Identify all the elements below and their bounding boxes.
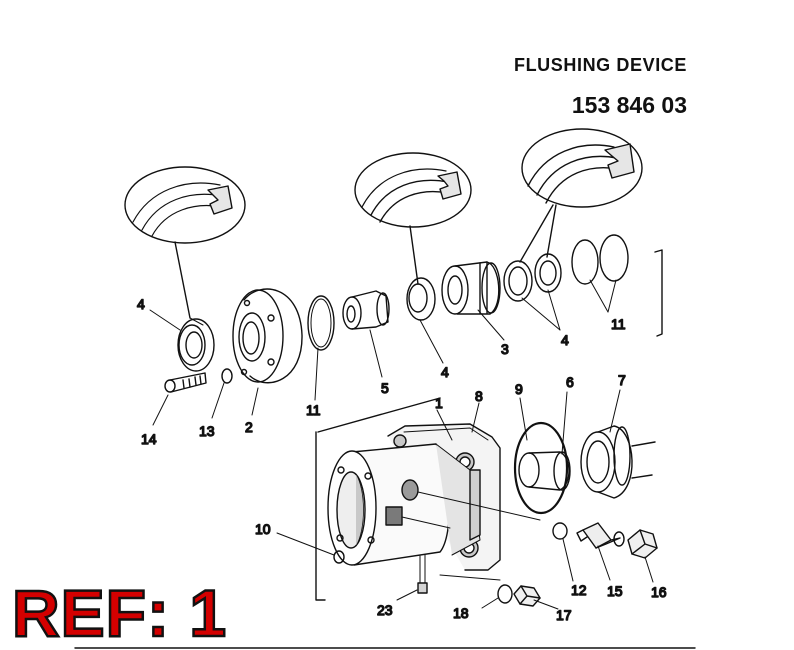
bushing <box>342 290 390 330</box>
ref-label: REF: 1 <box>11 576 228 650</box>
seal-detail-bubble-right <box>521 128 643 208</box>
callout-16: 16 <box>651 584 667 600</box>
small-o-ring <box>333 550 345 564</box>
diagram-title: FLUSHING DEVICE <box>513 55 687 75</box>
shaft-seal-right-pair <box>503 253 562 302</box>
drain-plug <box>513 585 541 607</box>
cover-cap <box>580 425 633 499</box>
bubble-pointer-line <box>409 225 419 285</box>
large-o-ring <box>513 421 569 515</box>
shaft-seal-left <box>177 318 215 372</box>
o-ring-pair <box>571 234 629 285</box>
hose-fitting <box>576 522 625 549</box>
callout-2: 2 <box>245 419 253 435</box>
o-ring <box>307 295 335 351</box>
hex-plug <box>627 529 658 559</box>
assembly-bracket <box>654 249 663 337</box>
assembly-bracket <box>631 441 656 479</box>
callout-12: 12 <box>571 582 587 598</box>
flushing-housing <box>327 423 501 585</box>
seal-detail-bubble-center <box>354 152 472 228</box>
callout-8: 8 <box>475 388 483 404</box>
bubble-pointer-line <box>519 204 554 263</box>
sleeve <box>441 261 501 315</box>
seal-detail-bubble-left <box>124 166 246 244</box>
callout-17: 17 <box>556 607 572 623</box>
callout-3: 3 <box>501 341 509 357</box>
callout-13: 13 <box>199 423 215 439</box>
callout-10: 10 <box>255 521 271 537</box>
small-o-ring <box>552 522 568 540</box>
set-screw-plug <box>417 582 428 594</box>
callout-7: 7 <box>618 372 626 388</box>
bubble-pointer-line <box>546 204 557 258</box>
leader-lines <box>149 279 654 610</box>
callout-11: 11 <box>611 316 626 332</box>
shaft-seal-center <box>406 277 436 321</box>
callout-5: 5 <box>381 380 389 396</box>
part-number: 153 846 03 <box>571 92 687 118</box>
callout-1: 1 <box>435 395 443 411</box>
callout-23: 23 <box>377 602 393 618</box>
callout-4: 4 <box>441 364 449 380</box>
callout-4: 4 <box>137 296 145 312</box>
bubble-pointer-line <box>174 241 191 319</box>
callout-15: 15 <box>607 583 623 599</box>
callout-9: 9 <box>515 381 523 397</box>
cap-screw <box>164 372 207 393</box>
callout-14: 14 <box>141 431 157 447</box>
callout-4: 4 <box>561 332 569 348</box>
end-flange <box>232 288 303 384</box>
washer <box>221 368 233 384</box>
callout-11: 11 <box>306 402 321 418</box>
callout-18: 18 <box>453 605 469 621</box>
callout-6: 6 <box>566 374 574 390</box>
housing-bracket <box>315 397 441 601</box>
spacer-ring <box>518 451 571 491</box>
sealing-washer <box>497 584 513 604</box>
